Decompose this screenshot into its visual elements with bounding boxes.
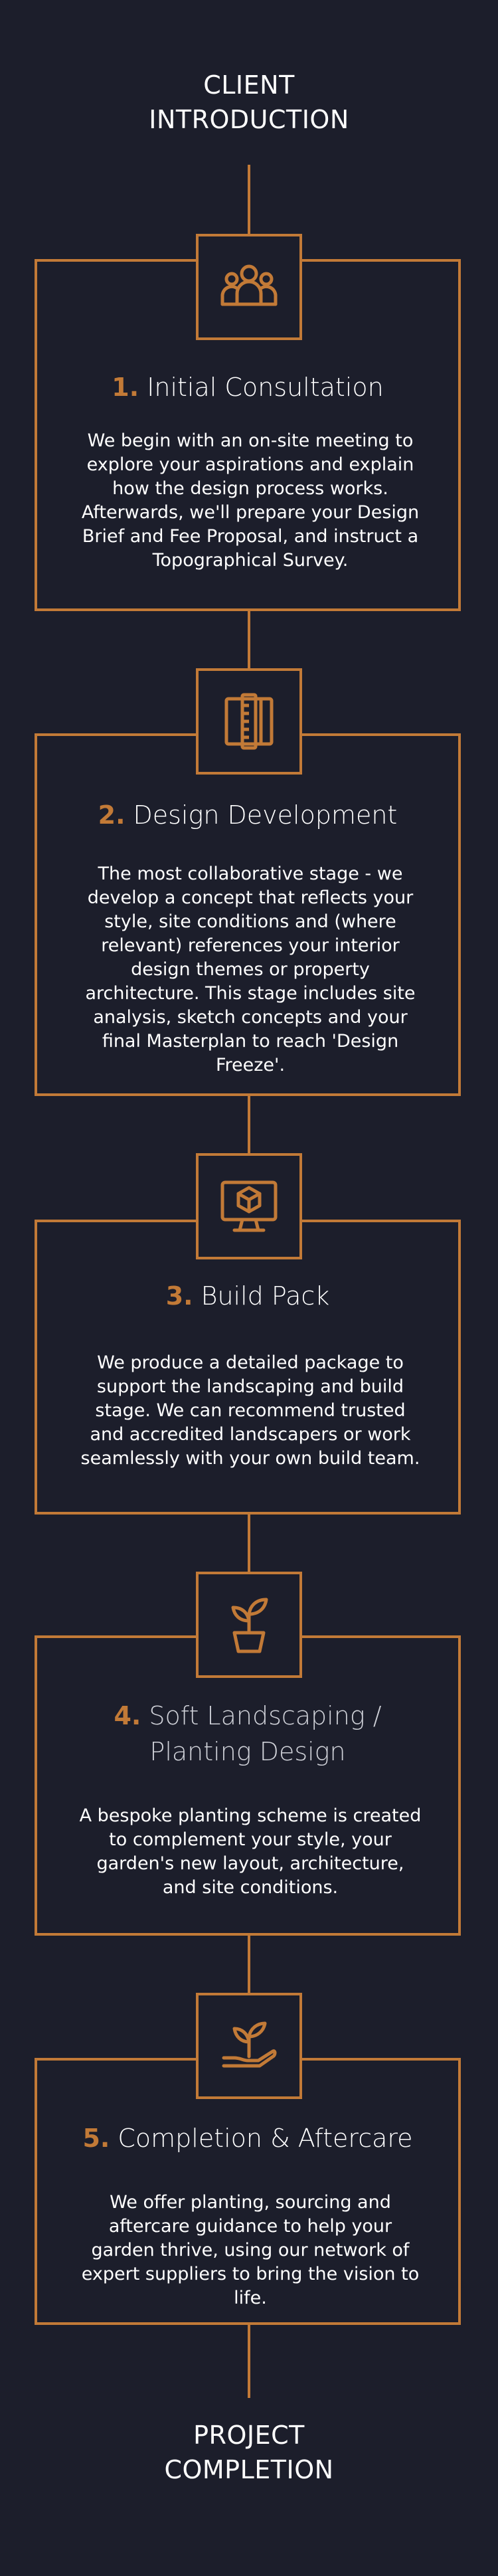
step-number: 5. (82, 2124, 110, 2153)
connector-line (248, 165, 250, 240)
connector-line (248, 1934, 250, 1994)
step-icon-box-3 (196, 1153, 302, 1259)
step-heading-line1: 4. Soft Landscaping / (37, 1698, 458, 1734)
step-card-4: 4. Soft Landscaping / Planting Design A b… (35, 1635, 461, 1936)
start-label-line1: CLIENT (203, 70, 295, 100)
step-card-2: 2. Design Development The most collaborat… (35, 733, 461, 1096)
monitor-cube-icon (220, 1180, 278, 1232)
step-title: Initial Consultation (147, 373, 384, 402)
end-label: PROJECT COMPLETION (0, 2418, 498, 2487)
connector-line (248, 608, 250, 668)
step-description: We produce a detailed package to support… (80, 1352, 420, 1469)
step-title: Build Pack (201, 1281, 330, 1311)
step-icon-box-4 (196, 1572, 302, 1678)
connector-line (248, 1093, 250, 1153)
step-title: Design Development (133, 800, 398, 830)
step-card-3: 3. Build Pack We produce a detailed packa… (35, 1220, 461, 1515)
step-card-1: 1. Initial Consultation We begin with an … (35, 259, 461, 611)
step-heading: 4. Soft Landscaping / Planting Design (37, 1698, 458, 1770)
step-title-line2: Planting Design (149, 1737, 346, 1766)
step-description: The most collaborative stage - we develo… (85, 864, 416, 1075)
step-number: 2. (98, 800, 125, 830)
step-heading: 2. Design Development (37, 797, 458, 833)
blueprint-ruler-icon (224, 693, 274, 750)
step-card-5: 5. Completion & Aftercare We offer planti… (35, 2058, 461, 2325)
step-number: 1. (112, 373, 139, 402)
connector-line (248, 1512, 250, 1572)
end-label-line2: COMPLETION (164, 2455, 334, 2484)
step-heading: 1. Initial Consultation (37, 369, 458, 405)
step-description: A bespoke planting scheme is created to … (79, 1805, 422, 1898)
group-people-icon (220, 264, 278, 306)
hand-plant-icon (222, 2021, 277, 2068)
step-title: Soft Landscaping / (149, 1701, 382, 1730)
step-number: 3. (165, 1281, 193, 1311)
start-label: CLIENT INTRODUCTION (0, 68, 498, 137)
connector-line (248, 2322, 250, 2398)
step-icon-box-5 (196, 1993, 302, 2099)
step-heading: 5. Completion & Aftercare (37, 2120, 458, 2156)
step-icon-box-2 (196, 668, 302, 775)
step-description: We offer planting, sourcing and aftercar… (81, 2192, 420, 2308)
step-title: Completion & Aftercare (118, 2124, 413, 2153)
step-heading: 3. Build Pack (37, 1278, 458, 1314)
step-number: 4. (114, 1701, 141, 1730)
step-description: We begin with an on-site meeting to expl… (81, 430, 420, 571)
potted-plant-icon (231, 1598, 268, 1653)
step-icon-box-1 (196, 234, 302, 340)
start-label-line2: INTRODUCTION (149, 105, 349, 134)
end-label-line1: PROJECT (193, 2421, 305, 2450)
